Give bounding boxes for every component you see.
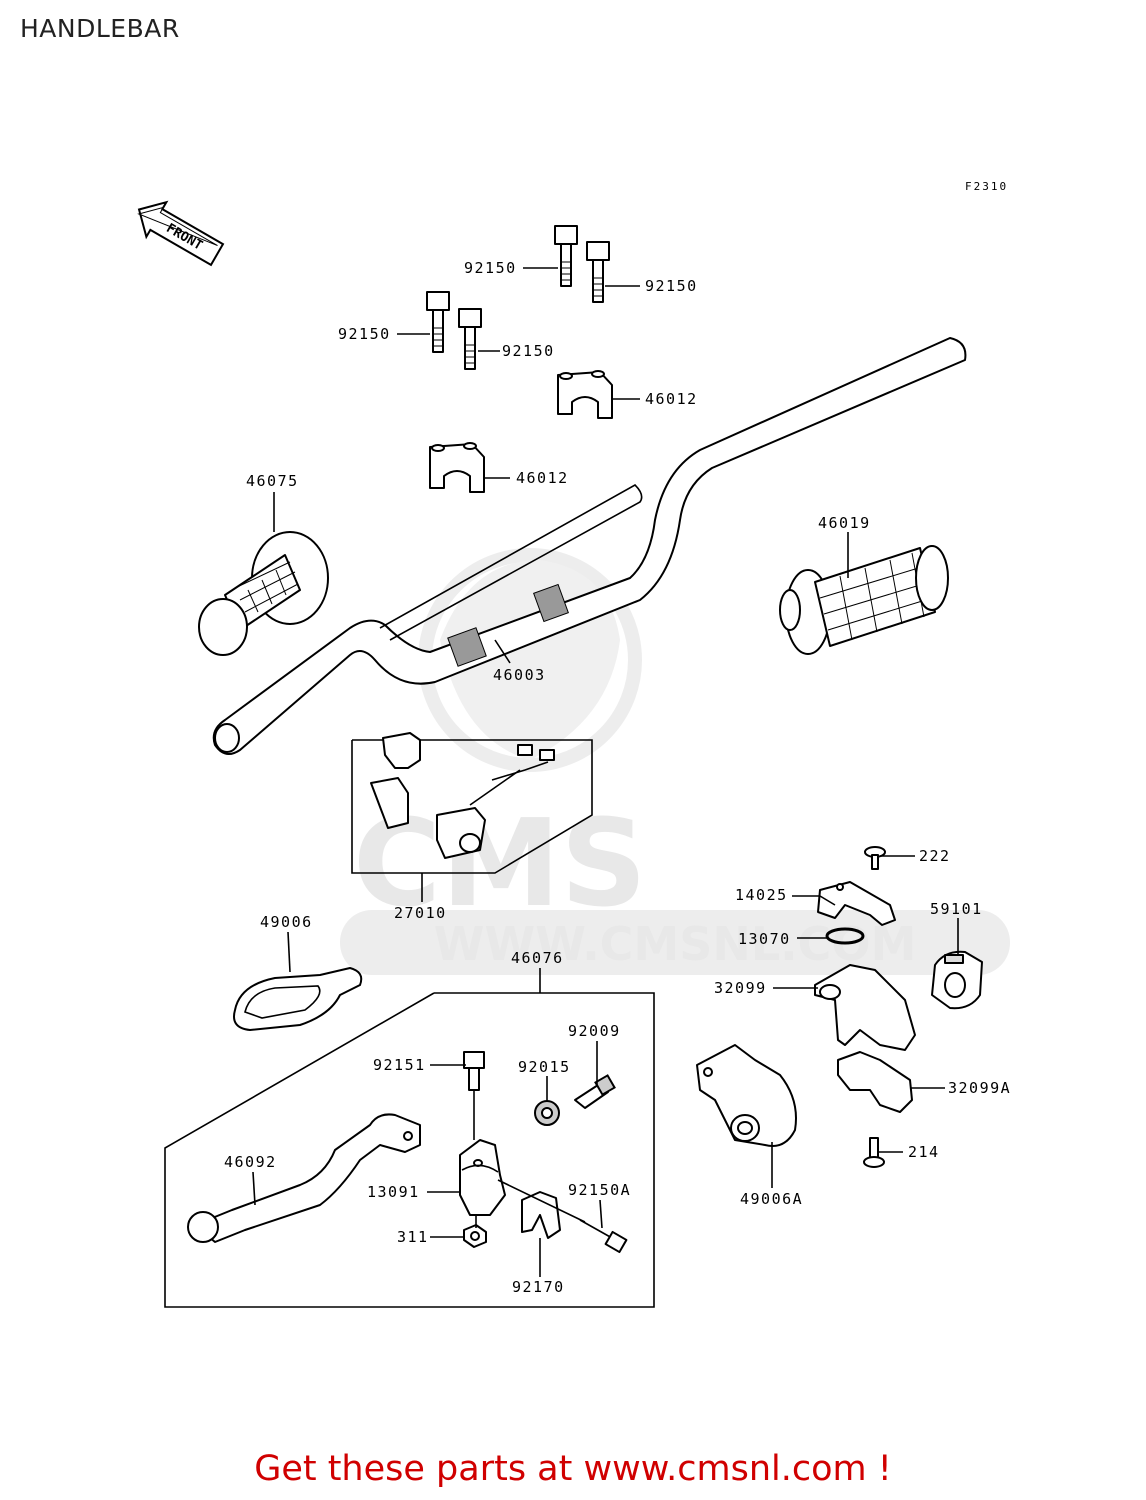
lever-assy-box xyxy=(164,992,655,1308)
bolt-92150a-icon xyxy=(579,1219,628,1254)
figure-code: F2310 xyxy=(965,180,1008,193)
label-32099: 32099 xyxy=(714,979,767,997)
footer-link-text[interactable]: Get these parts at www.cmsnl.com ! xyxy=(254,1449,892,1489)
label-49006: 49006 xyxy=(260,913,313,931)
screw-214-icon xyxy=(863,1137,885,1168)
leader-lines xyxy=(252,267,959,1277)
page-title: HANDLEBAR xyxy=(20,14,180,43)
grip-left-icon xyxy=(198,531,329,656)
clamp-upper-icon xyxy=(557,370,613,419)
adjuster-92009-icon xyxy=(574,1074,616,1109)
label-46019: 46019 xyxy=(818,514,871,532)
label-92150a: 92150A xyxy=(568,1181,631,1199)
label-14025: 14025 xyxy=(735,886,788,904)
bolt-92150-c-icon xyxy=(426,291,450,353)
clamp-92170-icon xyxy=(521,1191,561,1239)
parts-diagram: CMS WWW.CMSNL.COM F2310 FRONT xyxy=(137,180,1011,1308)
kill-switch-box xyxy=(351,732,593,874)
bolt-92151-icon xyxy=(463,1051,485,1091)
label-92015: 92015 xyxy=(518,1058,571,1076)
nut-92015-icon xyxy=(534,1100,560,1126)
label-92150-b: 92150 xyxy=(645,277,698,295)
nut-311-icon xyxy=(463,1224,487,1248)
label-46075: 46075 xyxy=(246,472,299,490)
pulley-59101-icon xyxy=(931,950,983,1010)
label-311: 311 xyxy=(397,1228,429,1246)
front-arrow-icon: FRONT xyxy=(137,200,225,267)
label-46012-lower: 46012 xyxy=(516,469,569,487)
lever-cover-icon xyxy=(233,967,363,1031)
label-46012-upper: 46012 xyxy=(645,390,698,408)
knurl-band-1 xyxy=(447,627,487,667)
ring-13070-icon xyxy=(825,927,865,945)
label-92170: 92170 xyxy=(512,1278,565,1296)
screw-222-icon xyxy=(864,846,886,870)
label-222: 222 xyxy=(919,847,951,865)
label-46076: 46076 xyxy=(511,949,564,967)
label-13070: 13070 xyxy=(738,930,791,948)
label-49006a: 49006A xyxy=(740,1190,803,1208)
part-labels: 92150 92150 92150 92150 46012 46012 4607… xyxy=(224,259,1011,1296)
handlebar-icon xyxy=(212,337,967,755)
cover-14025-icon xyxy=(817,881,896,926)
bolt-92150-b-icon xyxy=(586,241,610,303)
label-92009: 92009 xyxy=(568,1022,621,1040)
label-32099a: 32099A xyxy=(948,1079,1011,1097)
label-214: 214 xyxy=(908,1143,940,1161)
clamp-lower-icon xyxy=(429,442,485,493)
bolt-92150-a-icon xyxy=(554,225,578,287)
clutch-lever-icon xyxy=(187,1113,421,1243)
label-13091: 13091 xyxy=(367,1183,420,1201)
label-46092: 46092 xyxy=(224,1153,277,1171)
housing-32099-icon xyxy=(814,964,916,1051)
label-59101: 59101 xyxy=(930,900,983,918)
label-92150-c: 92150 xyxy=(338,325,391,343)
label-46003: 46003 xyxy=(493,666,546,684)
label-27010: 27010 xyxy=(394,904,447,922)
label-92151: 92151 xyxy=(373,1056,426,1074)
bolt-92150-d-icon xyxy=(458,308,482,370)
label-92150-d: 92150 xyxy=(502,342,555,360)
label-92150-a: 92150 xyxy=(464,259,517,277)
knurl-band-2 xyxy=(533,583,569,623)
lever-holder-icon xyxy=(459,1139,506,1216)
grip-right-icon xyxy=(779,545,949,655)
throttle-cover-icon xyxy=(696,1044,797,1147)
housing-32099a-icon xyxy=(837,1051,913,1113)
watermark-url: WWW.CMSNL.COM xyxy=(434,917,917,971)
